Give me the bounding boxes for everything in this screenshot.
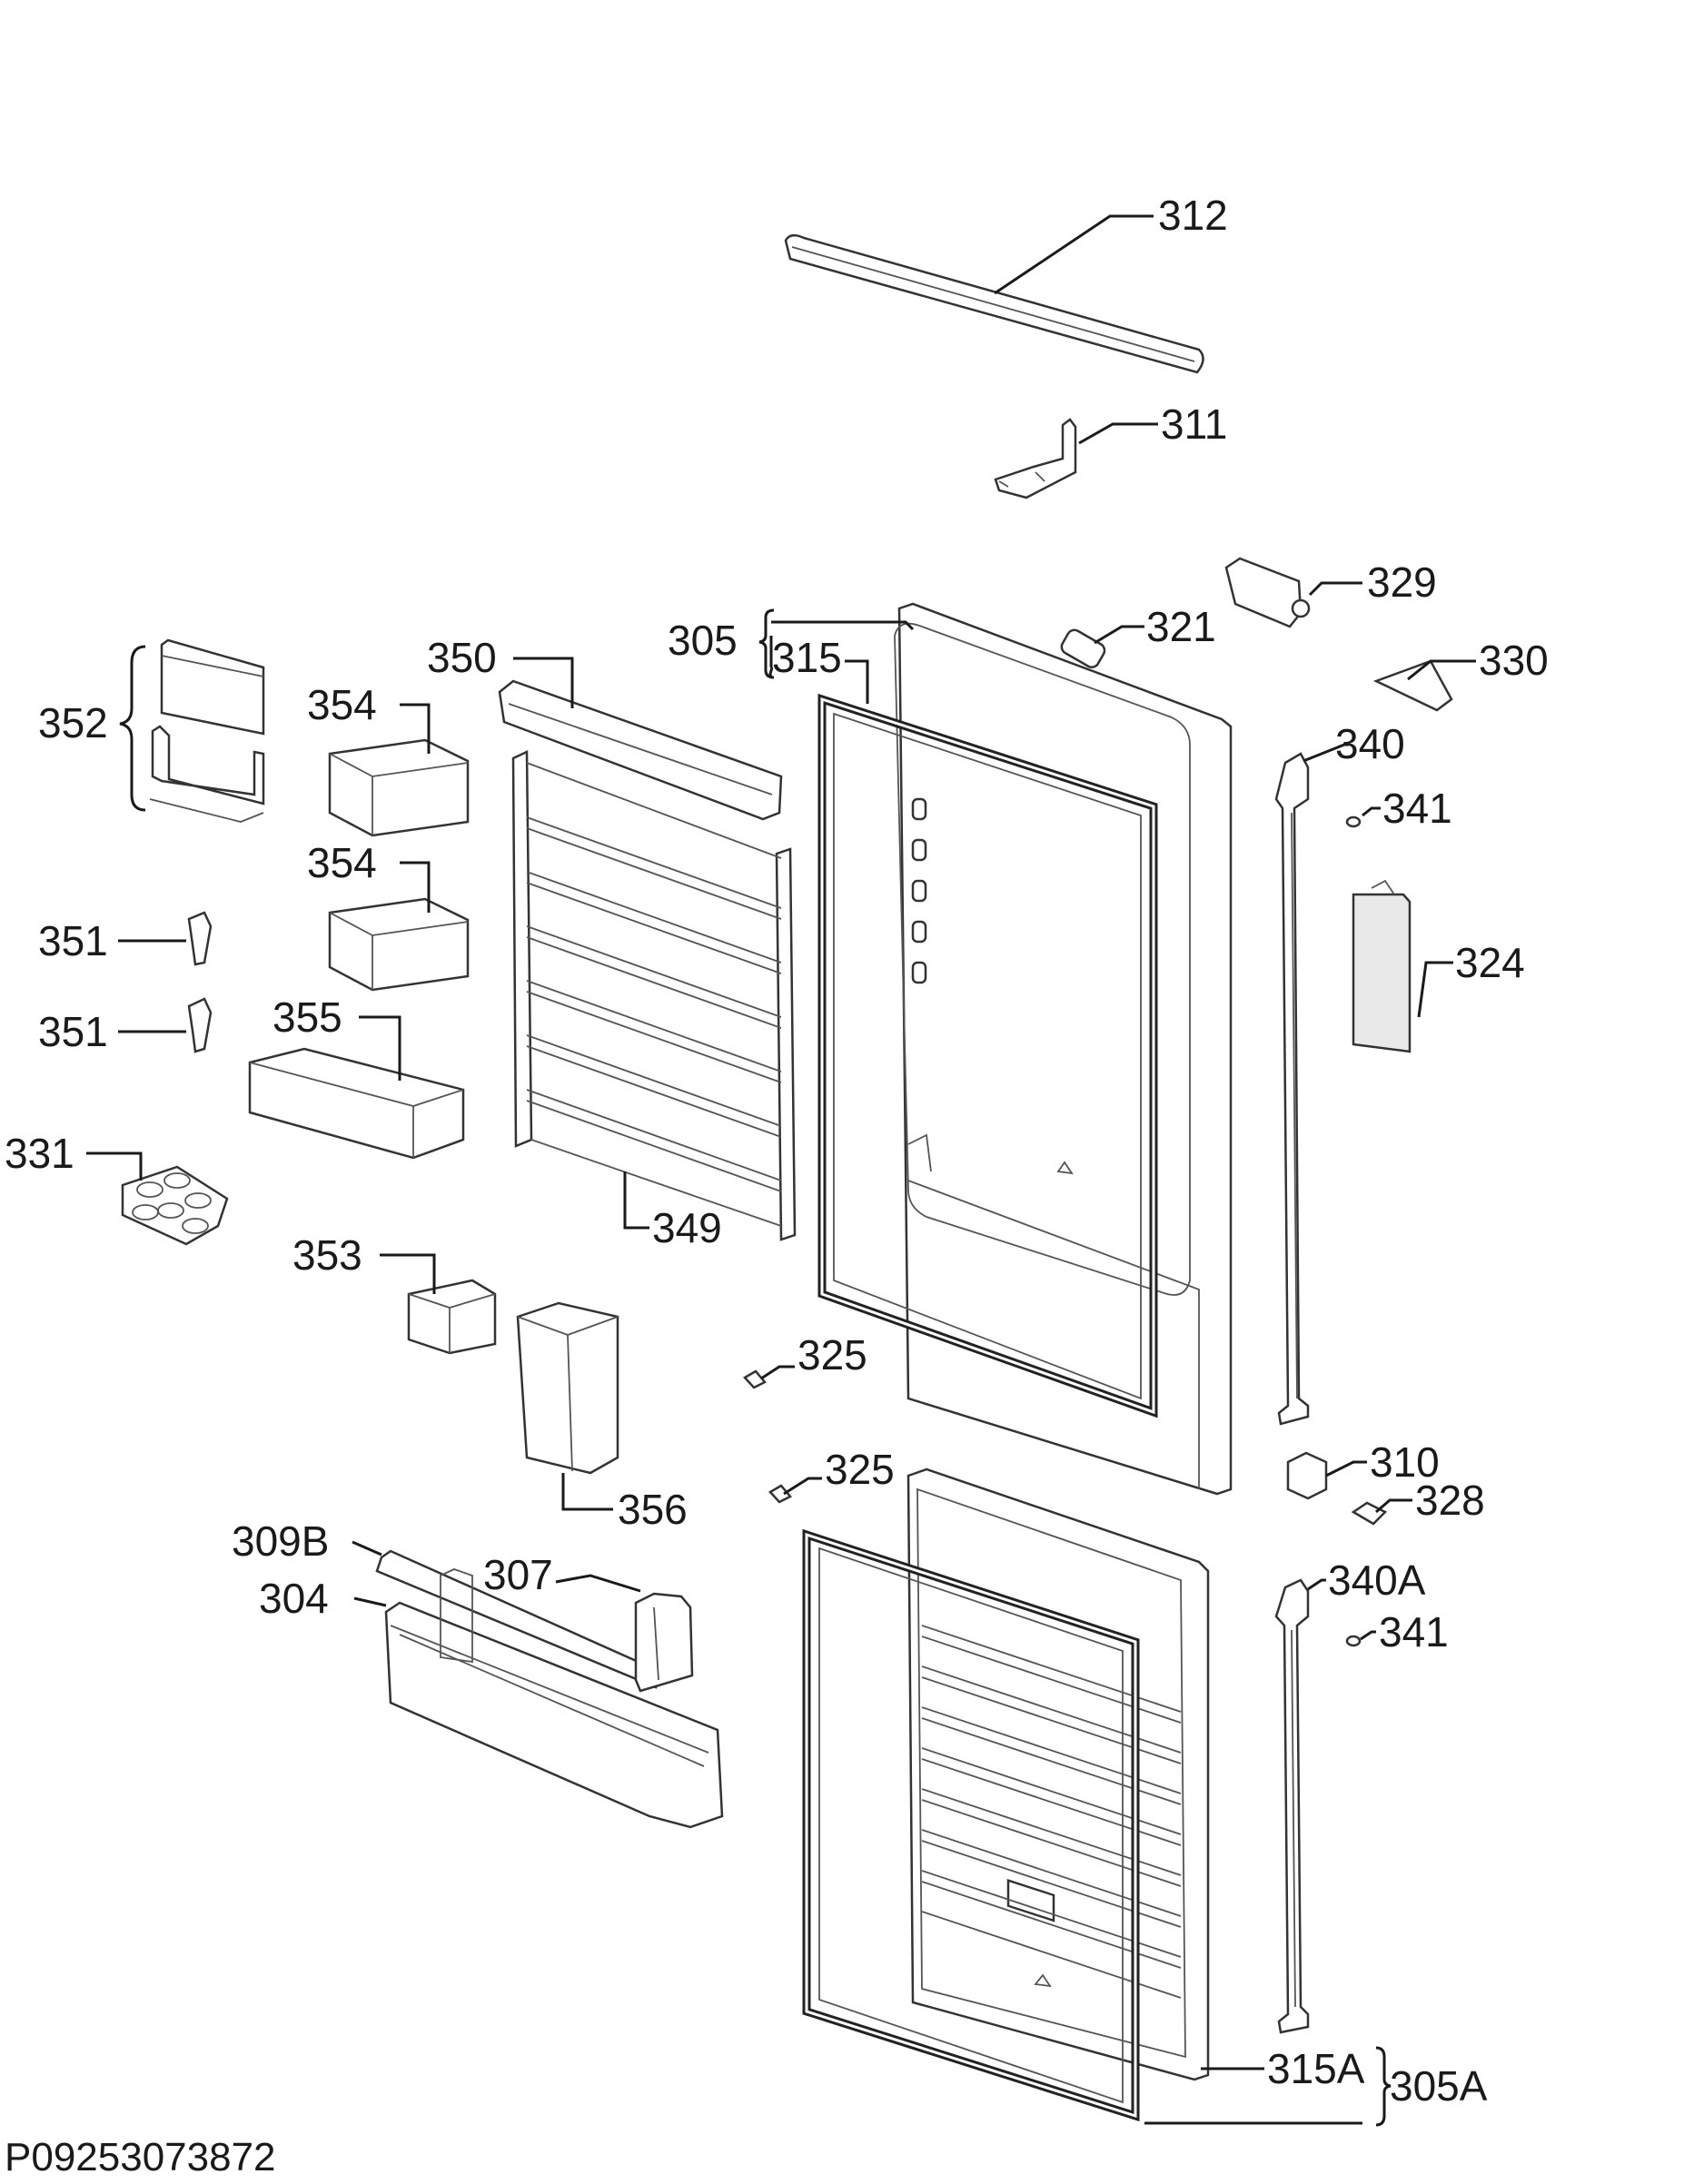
- label-341-top: 341: [1382, 785, 1452, 832]
- part-315A-lower-gasket: [802, 1528, 1140, 2122]
- label-351-top: 351: [38, 917, 108, 964]
- label-352: 352: [38, 699, 108, 746]
- label-340: 340: [1335, 720, 1405, 767]
- part-324-cover-panel: [1352, 879, 1412, 1053]
- label-315A: 315A: [1267, 2045, 1365, 2092]
- part-305A-lower-door: [906, 1468, 1210, 2081]
- part-352-balcony-bracket: [149, 638, 265, 823]
- label-350: 350: [427, 634, 497, 681]
- label-356: 356: [618, 1486, 688, 1533]
- label-341-bottom: 341: [1379, 1608, 1449, 1655]
- label-305A: 305A: [1390, 2062, 1488, 2110]
- part-328-clip: [1351, 1501, 1388, 1526]
- part-340-upper-hinge-bar: [1274, 752, 1310, 1426]
- label-321: 321: [1146, 603, 1216, 650]
- label-315: 315: [772, 634, 842, 681]
- part-305-upper-door: [894, 602, 1233, 1496]
- label-311: 311: [1161, 400, 1227, 448]
- part-325-pin-b: [768, 1484, 792, 1504]
- leader-lines: [86, 214, 1476, 2127]
- label-351-bottom: 351: [38, 1008, 108, 1055]
- part-321-pin: [1060, 628, 1106, 668]
- label-309B: 309B: [232, 1517, 329, 1565]
- label-325-a: 325: [797, 1331, 867, 1379]
- label-328: 328: [1415, 1477, 1485, 1524]
- part-351-clip-top: [187, 911, 213, 966]
- label-305: 305: [668, 617, 738, 664]
- diagram-code: P09253073872: [5, 2135, 276, 2179]
- label-331: 331: [5, 1130, 74, 1177]
- label-329: 329: [1367, 558, 1437, 606]
- label-312: 312: [1158, 192, 1228, 239]
- label-304: 304: [259, 1575, 329, 1622]
- label-354-bottom: 354: [307, 839, 377, 886]
- part-341-screw-bottom: [1345, 1635, 1362, 1647]
- label-354-top: 354: [307, 681, 377, 728]
- part-304-door-balcony: [384, 1601, 724, 1829]
- part-355-wide-shelf: [248, 1047, 465, 1160]
- part-354-small-shelf-top: [328, 738, 470, 837]
- label-353: 353: [292, 1231, 362, 1279]
- label-307: 307: [483, 1551, 553, 1598]
- part-325-pin-a: [743, 1369, 767, 1389]
- label-324: 324: [1455, 939, 1525, 986]
- part-349-shelf-frame: [511, 750, 797, 1241]
- part-351-clip-bottom: [187, 997, 213, 1053]
- part-330-cover: [1372, 659, 1453, 712]
- part-315-upper-gasket: [817, 693, 1158, 1418]
- part-310-hinge-block: [1286, 1451, 1328, 1500]
- label-355: 355: [272, 993, 342, 1041]
- part-312-door-handle-strip: [784, 233, 1204, 374]
- part-356-bin: [516, 1301, 619, 1475]
- part-329-hinge-cover: [1224, 557, 1311, 628]
- label-310: 310: [1370, 1438, 1440, 1486]
- label-325-b: 325: [825, 1446, 895, 1493]
- part-311-hinge: [994, 418, 1077, 499]
- part-340A-lower-hinge-bar: [1274, 1578, 1310, 2034]
- label-349: 349: [652, 1204, 722, 1251]
- callout-labels: 312 311 329 321 305 315 350 354 352 330 …: [5, 192, 1549, 2110]
- part-350-frame-top-rail: [498, 679, 783, 821]
- part-354-small-shelf-bottom: [328, 897, 470, 992]
- part-353-small-box: [407, 1279, 497, 1355]
- part-331-egg-tray: [121, 1165, 229, 1246]
- label-340A: 340A: [1328, 1556, 1426, 1604]
- part-307-divider: [440, 1568, 694, 1693]
- label-330: 330: [1479, 637, 1549, 684]
- part-341-screw-top: [1345, 815, 1362, 828]
